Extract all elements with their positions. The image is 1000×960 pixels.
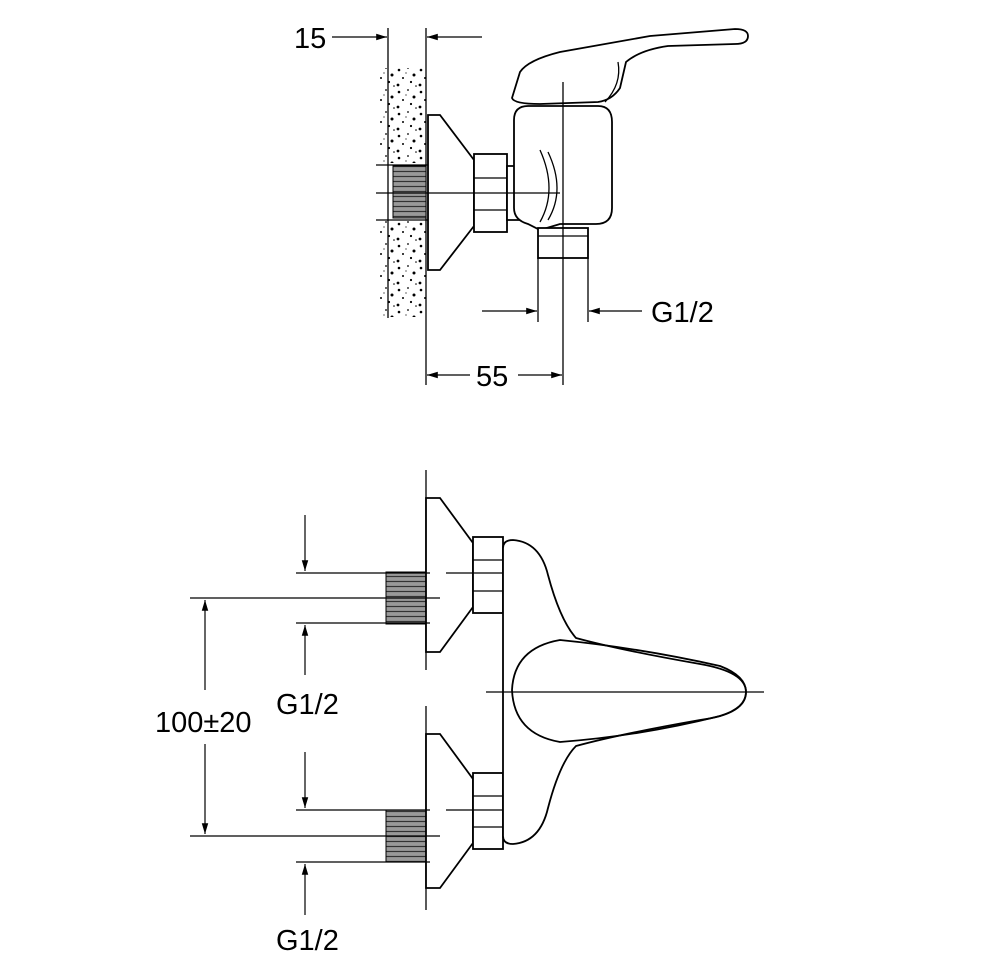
front-view: 100±20 G1/2 G1/2 — [155, 470, 764, 957]
lower-union-nut — [472, 772, 504, 850]
lower-inlet — [296, 733, 524, 889]
wall-section — [376, 28, 430, 318]
side-lever-handle — [511, 28, 749, 105]
upper-inlet — [296, 497, 524, 653]
upper-inlet-thread-dimension: G1/2 — [276, 515, 339, 721]
lower-escutcheon — [425, 733, 474, 889]
outlet-thread-label: G1/2 — [651, 297, 714, 329]
upper-inlet-thread-label: G1/2 — [276, 689, 339, 721]
projection-dimension: 55 — [427, 361, 562, 393]
wall-thickness-label: 15 — [294, 23, 326, 55]
centre-distance-dimension: 100±20 — [155, 600, 252, 834]
upper-union-nut — [472, 536, 504, 614]
outlet-thread-dimension: G1/2 — [482, 297, 714, 329]
projection-label: 55 — [476, 361, 508, 393]
lower-inlet-thread-label: G1/2 — [276, 925, 339, 957]
side-view: 15 G1/2 55 — [294, 23, 749, 393]
lower-inlet-thread-dimension: G1/2 — [276, 752, 339, 957]
wall-pipe-thread — [392, 165, 427, 219]
wall-thickness-dimension: 15 — [294, 23, 482, 55]
centre-distance-label: 100±20 — [155, 707, 252, 739]
upper-escutcheon — [425, 497, 474, 653]
